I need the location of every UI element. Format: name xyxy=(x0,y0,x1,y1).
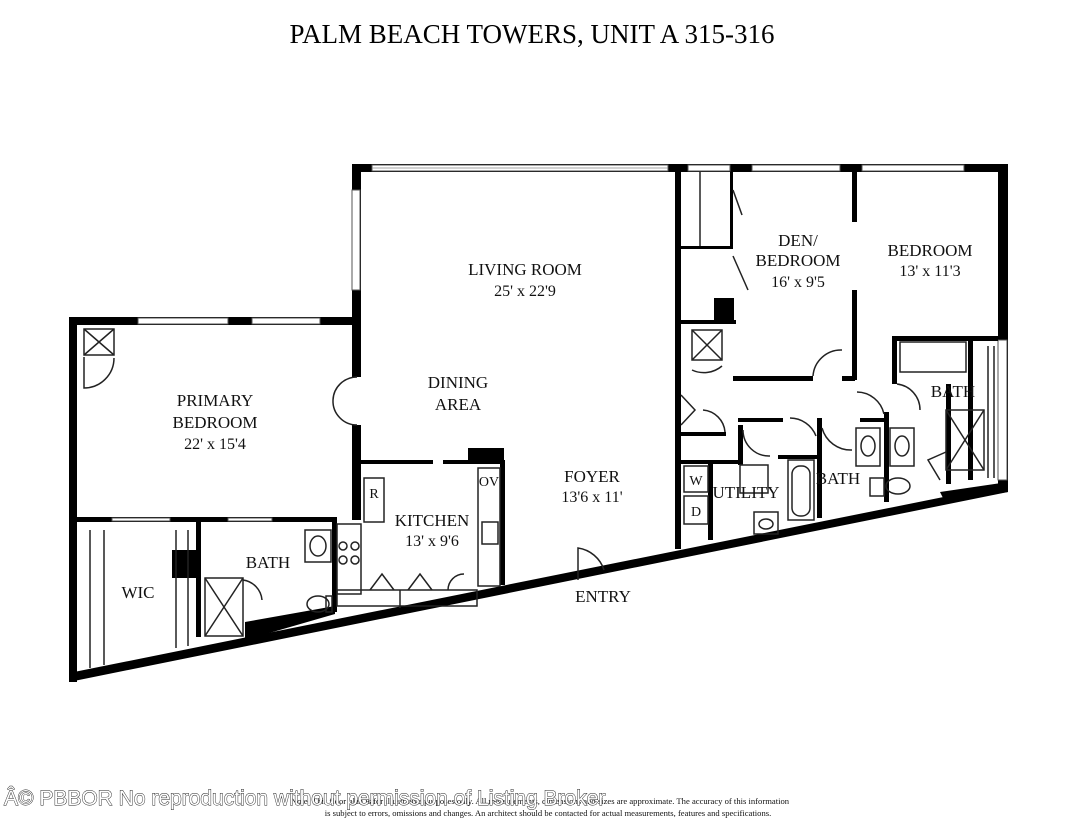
disclaimer-line-2: is subject to errors, omissions and chan… xyxy=(325,808,772,818)
refrigerator-label: R xyxy=(369,487,379,502)
primary-bedroom-label-1: PRIMARY xyxy=(177,391,254,410)
den-label-2: BEDROOM xyxy=(755,251,840,270)
living-room-size: 25' x 22'9 xyxy=(494,283,556,300)
right-bath-label: BATH xyxy=(931,382,975,401)
foyer-size: 13'6 x 11' xyxy=(561,489,622,506)
primary-bath-label: BATH xyxy=(246,553,290,572)
room-labels: LIVING ROOM 25' x 22'9 DINING AREA PRIMA… xyxy=(121,231,975,606)
washer-label: W xyxy=(689,474,703,489)
bedroom-size: 13' x 11'3 xyxy=(899,263,960,280)
disclaimer-line-1: Note: This floor plan is for illustrativ… xyxy=(291,796,790,806)
dryer-label: D xyxy=(691,505,701,520)
dining-label-1: DINING xyxy=(428,373,488,392)
living-room-label: LIVING ROOM xyxy=(468,260,582,279)
den-size: 16' x 9'5 xyxy=(771,274,825,291)
primary-bedroom-label-2: BEDROOM xyxy=(172,413,257,432)
kitchen-label: KITCHEN xyxy=(395,511,470,530)
wic-label: WIC xyxy=(121,583,154,602)
utility-label: UTILITY xyxy=(712,483,779,502)
foyer-label: FOYER xyxy=(564,467,620,486)
entry-label: ENTRY xyxy=(575,587,631,606)
fixtures xyxy=(83,172,995,668)
bedroom-label: BEDROOM xyxy=(887,241,972,260)
watermark: Â© PBBOR No reproduction without permiss… xyxy=(4,787,605,810)
primary-bedroom-size: 22' x 15'4 xyxy=(184,436,246,453)
dining-label-2: AREA xyxy=(435,395,482,414)
plan-title: PALM BEACH TOWERS, UNIT A 315-316 xyxy=(289,19,774,49)
oven-label: OV xyxy=(479,475,499,490)
center-bath-label: BATH xyxy=(816,469,860,488)
kitchen-size: 13' x 9'6 xyxy=(405,533,459,550)
windows xyxy=(137,164,1008,481)
den-label-1: DEN/ xyxy=(778,231,818,250)
